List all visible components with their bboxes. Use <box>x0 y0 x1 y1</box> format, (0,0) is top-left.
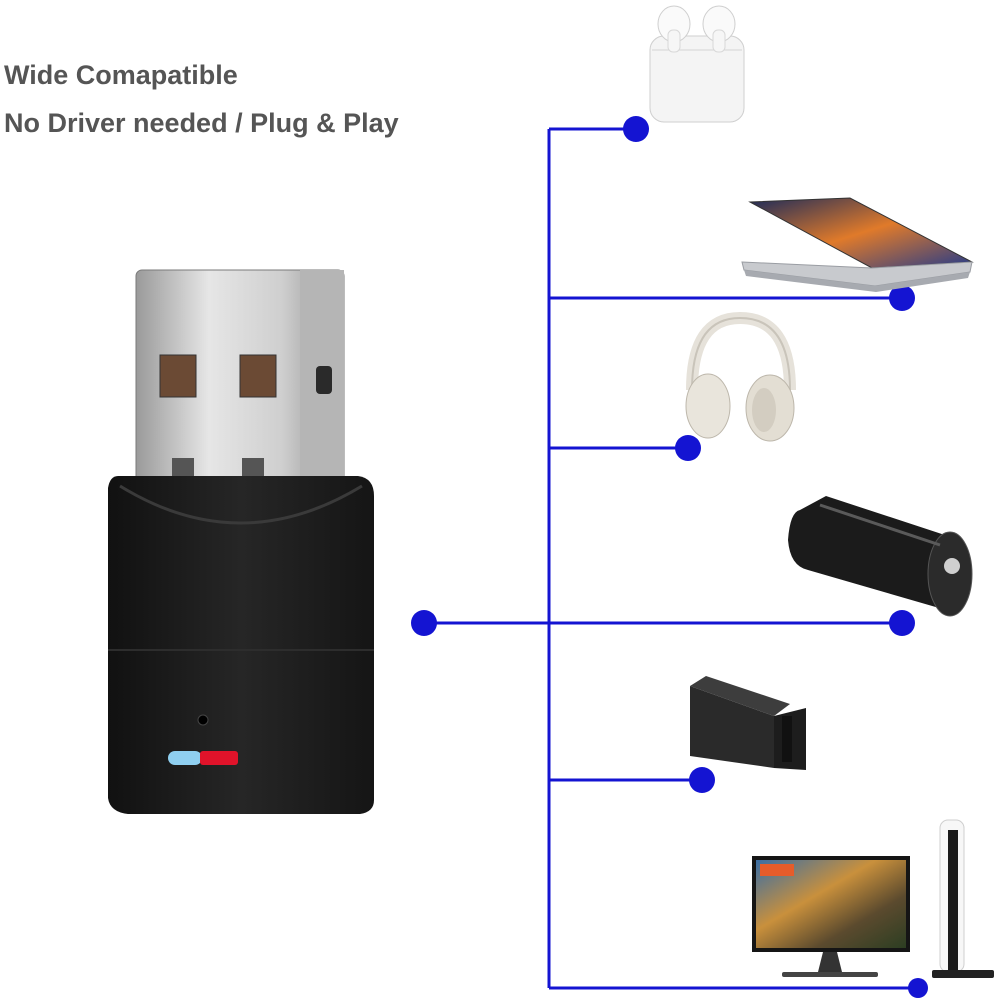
led-indicator-blue <box>168 751 202 765</box>
connector-dot-laptop <box>889 285 915 311</box>
laptop-base-edge <box>744 270 970 292</box>
led-indicator-red <box>200 751 238 765</box>
dock-top <box>690 676 790 716</box>
connector-dot-adapter <box>411 610 437 636</box>
connector-dot-earbuds <box>623 116 649 142</box>
usb-bottom-notch-left <box>172 458 194 476</box>
device-earbuds-case <box>649 5 745 123</box>
dock-front <box>690 686 774 768</box>
connector-dot-dock <box>689 767 715 793</box>
device-console-dock <box>690 676 806 770</box>
console-center <box>948 830 958 970</box>
tv-stand <box>818 952 842 972</box>
usb-side-hole <box>316 366 332 394</box>
connector-dot-headphones <box>675 435 701 461</box>
usb-bottom-notch-right <box>242 458 264 476</box>
speaker-highlight <box>819 503 941 547</box>
device-bluetooth-speaker <box>788 496 973 617</box>
adapter-body-contour <box>119 484 363 525</box>
earbud-right-stem <box>712 29 726 53</box>
dock-slot <box>782 716 792 762</box>
usb-contact-hole-right <box>239 354 277 398</box>
earbud-left-stem <box>667 29 681 53</box>
headline-plug-and-play: No Driver needed / Plug & Play <box>4 108 399 138</box>
headphones-left-cup <box>685 373 731 439</box>
connector-dot-tv <box>908 978 928 998</box>
headphones-band-edge <box>691 316 791 391</box>
tv-stand-base <box>782 972 878 977</box>
laptop-screen <box>748 197 974 269</box>
connector-dot-speaker <box>889 610 915 636</box>
usb-contact-hole-left <box>159 354 197 398</box>
connector-network <box>424 127 918 990</box>
tv-screen-logo <box>760 864 794 876</box>
headphones-right-cushion <box>752 388 776 432</box>
headline-compatibility: Wide Comapatible <box>4 60 238 90</box>
adapter-led-hole <box>197 714 209 726</box>
device-headphones <box>685 311 796 442</box>
device-laptop <box>741 197 974 292</box>
usb-adapter <box>108 269 374 814</box>
speaker-end-cap <box>927 531 973 617</box>
earbuds-case-body <box>649 35 745 123</box>
console-stand <box>932 970 994 978</box>
speaker-body <box>788 496 960 610</box>
connector-dots <box>411 116 928 998</box>
adapter-body <box>108 476 374 814</box>
device-tv-and-console <box>752 819 994 978</box>
speaker-port <box>944 558 960 574</box>
